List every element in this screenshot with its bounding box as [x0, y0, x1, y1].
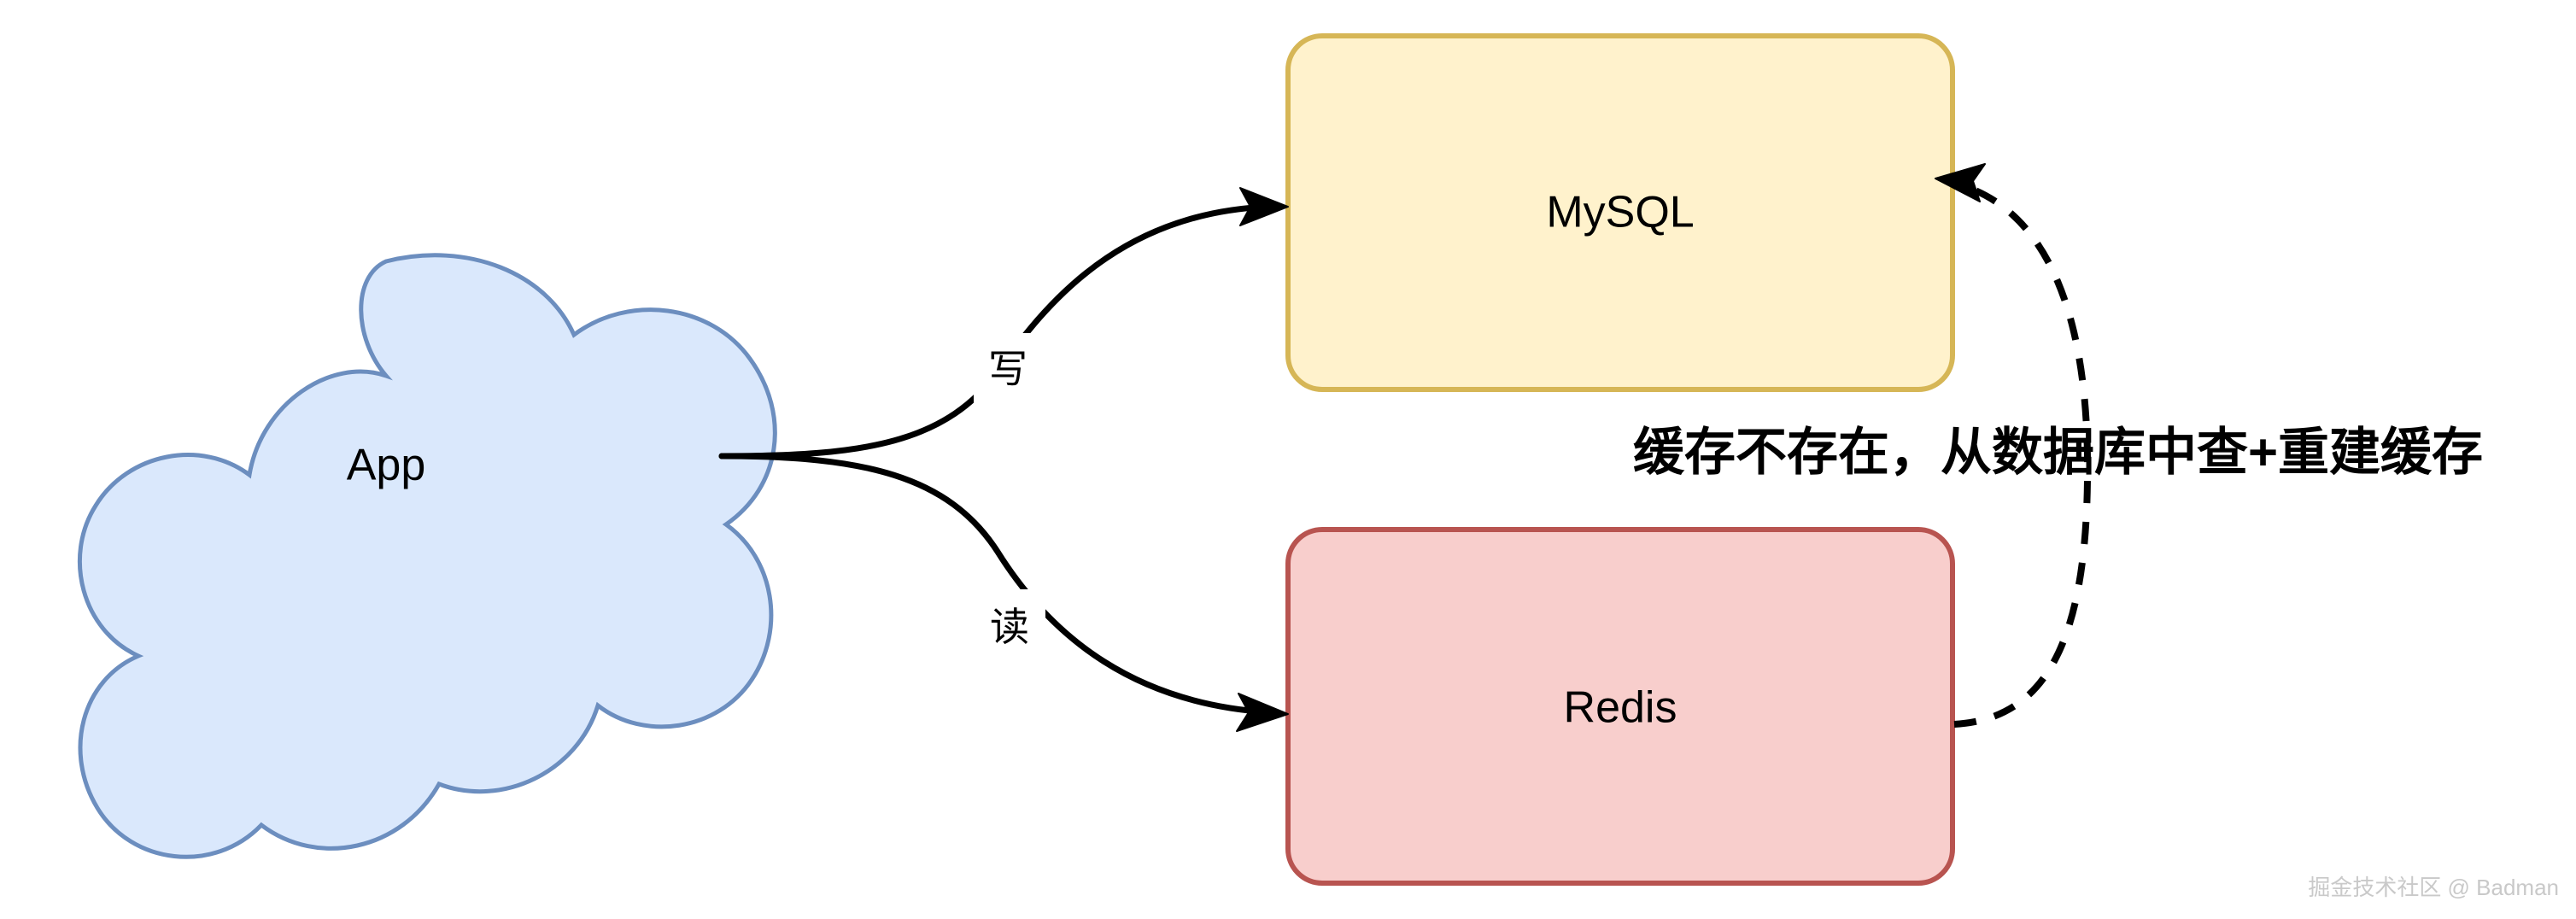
- edge-redis-to-mysql[interactable]: [1935, 163, 2092, 728]
- edge-read-label-mask: [972, 589, 1045, 670]
- edge-app-to-redis[interactable]: 读: [718, 453, 1289, 732]
- node-redis[interactable]: Redis: [1285, 527, 1955, 886]
- node-redis-label: Redis: [1564, 683, 1677, 733]
- watermark-text: 掘金技术社区 @ Badman: [2308, 875, 2559, 900]
- annotation-cache-miss: 缓存不存在，从数据库中查+重建缓存: [1633, 424, 2483, 481]
- edge-app-to-redis-arrowhead: [1236, 693, 1289, 732]
- edge-redis-to-mysql-arrowhead: [1935, 163, 1986, 202]
- cloud-shape: [77, 253, 777, 859]
- edge-app-to-mysql-arrowhead: [1239, 187, 1289, 226]
- edge-app-to-mysql-path: [718, 203, 1273, 460]
- edge-read-label: 读: [990, 605, 1029, 649]
- edge-redis-to-mysql-path: [1952, 179, 2092, 728]
- node-app[interactable]: App: [77, 253, 777, 859]
- edge-write-label: 写: [988, 347, 1027, 391]
- annotation-text: 缓存不存在，从数据库中查+重建缓存: [1633, 424, 2483, 481]
- mysql-box: [1285, 33, 1955, 392]
- redis-box: [1285, 527, 1955, 886]
- node-mysql[interactable]: MySQL: [1285, 33, 1955, 392]
- node-app-label: App: [347, 441, 426, 490]
- edge-write-label-mask: [974, 333, 1042, 412]
- node-mysql-label: MySQL: [1546, 188, 1694, 237]
- edge-app-to-redis-path: [718, 453, 1273, 716]
- watermark: 掘金技术社区 @ Badman: [2308, 875, 2559, 900]
- edge-app-to-mysql[interactable]: 写: [718, 187, 1289, 460]
